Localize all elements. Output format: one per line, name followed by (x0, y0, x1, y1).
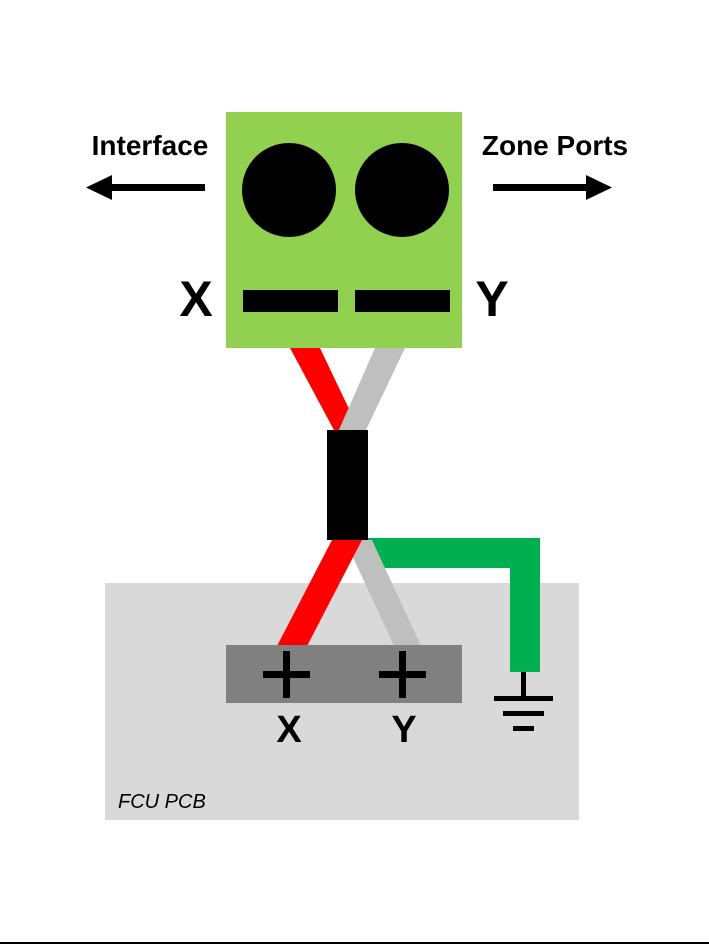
plus-icon (263, 651, 310, 698)
ground-icon (494, 672, 553, 731)
grey-wire-lower (345, 540, 422, 648)
connector-label-x: X (179, 271, 212, 327)
green-ground-wire (362, 538, 540, 672)
screw-hole-x (242, 143, 336, 237)
red-wire-upper (290, 348, 360, 432)
pcb-label-x: X (276, 709, 302, 751)
cable-sheath (327, 430, 368, 540)
zone-ports-label: Zone Ports (482, 130, 628, 161)
pcb-terminal-strip (226, 645, 462, 703)
red-wire-lower (276, 540, 362, 648)
connector-label-y: Y (475, 271, 508, 327)
pcb-name-label: FCU PCB (118, 791, 206, 813)
bottom-divider (0, 942, 709, 944)
screw-hole-y (355, 143, 449, 237)
interface-label: Interface (92, 130, 209, 161)
plus-icon (379, 651, 426, 698)
terminal-slot-x (243, 290, 338, 312)
arrow-right-icon (493, 175, 612, 200)
grey-wire-upper (338, 348, 405, 432)
arrow-left-icon (86, 175, 205, 200)
terminal-slot-y (355, 290, 450, 312)
pcb-label-y: Y (391, 709, 416, 751)
